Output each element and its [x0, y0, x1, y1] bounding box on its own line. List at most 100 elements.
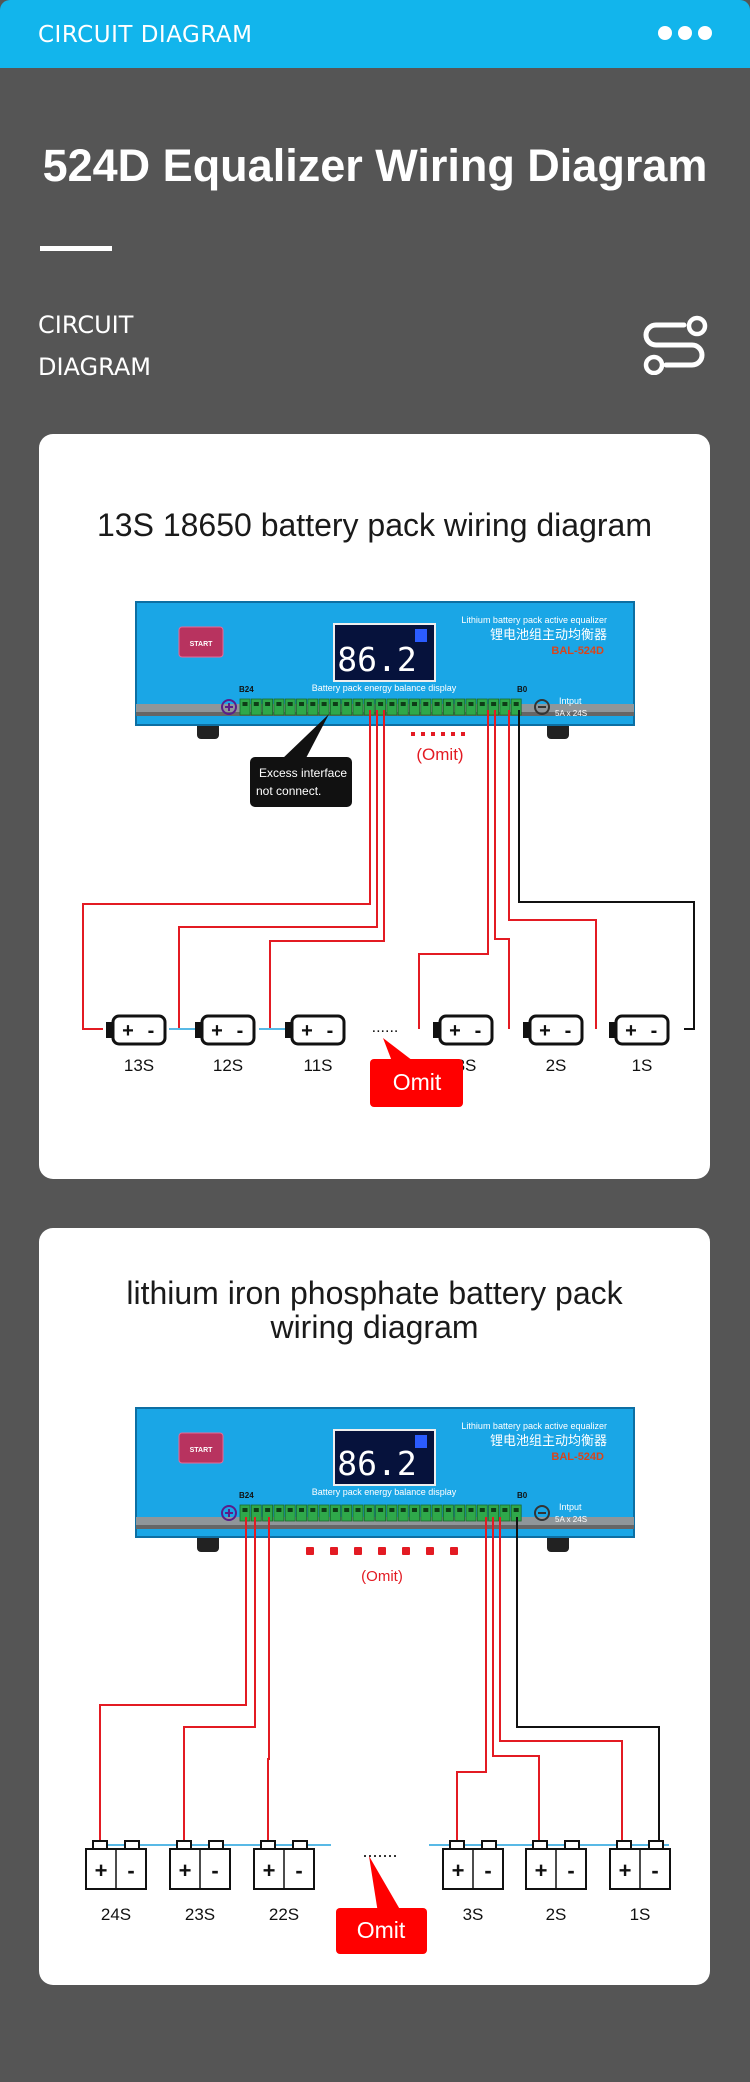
negative-terminal-icon — [534, 699, 550, 715]
cell-label: 23S — [185, 1905, 215, 1924]
positive-terminal-icon — [221, 1505, 237, 1521]
terminal-block — [488, 698, 500, 716]
cell-label: 12S — [213, 1056, 243, 1075]
terminal-block — [296, 1504, 307, 1522]
title-divider — [40, 246, 112, 251]
svg-text:Intput: Intput — [559, 696, 582, 706]
terminal-block — [397, 1504, 409, 1522]
terminal-block — [273, 698, 285, 716]
omit-dots — [411, 732, 465, 736]
svg-text:START: START — [190, 1447, 214, 1454]
terminal-block — [284, 1504, 296, 1522]
cell-label: 1S — [632, 1056, 653, 1075]
omit-dots — [306, 1547, 458, 1555]
svg-text:Battery pack energy balance di: Battery pack energy balance display — [312, 683, 457, 693]
battery-cell: +-11S — [285, 1014, 346, 1075]
diagram-title-line2: wiring diagram — [270, 1309, 479, 1345]
omit-badge — [336, 1908, 427, 1954]
svg-text:B0: B0 — [517, 685, 528, 694]
svg-text:86.2: 86.2 — [337, 1444, 416, 1483]
wire-11s — [269, 710, 385, 1029]
minus-sign: - — [295, 1858, 302, 1883]
battery-cell: +- 1S — [609, 1014, 670, 1075]
svg-text:B24: B24 — [239, 685, 254, 694]
equalizer-device: START 86.2 Lithium battery pack active e… — [135, 1407, 635, 1552]
more-dots-icon[interactable] — [658, 26, 712, 40]
section-label: CIRCUIT DIAGRAM — [38, 304, 151, 388]
route-icon — [643, 315, 708, 375]
omit-badge-label: Omit — [393, 1069, 442, 1095]
terminal-block — [375, 1504, 387, 1522]
terminal-block — [284, 698, 296, 716]
svg-text:B0: B0 — [517, 1491, 528, 1500]
minus-sign: - — [651, 1020, 658, 1042]
page-title: 524D Equalizer Wiring Diagram — [42, 140, 708, 191]
minus-sign: - — [484, 1858, 491, 1883]
wires — [99, 1517, 660, 1848]
omit-dots-text: ....... — [362, 1841, 397, 1861]
terminal-block — [397, 698, 409, 716]
terminal-block — [250, 1504, 262, 1522]
diagram-card-13s: 13S 18650 battery pack wiring diagram ST… — [39, 434, 710, 1179]
terminal-block — [329, 1504, 341, 1522]
wiring-diagram: START 86.2 Lithium battery pack active e… — [85, 1407, 671, 1954]
terminal-block — [307, 1504, 319, 1522]
minus-sign: - — [148, 1020, 155, 1042]
terminal-block — [386, 1504, 398, 1522]
wire-2s-1s — [508, 710, 597, 1029]
wire-13s — [82, 710, 371, 1030]
battery-cell: +-22S — [253, 1840, 315, 1924]
terminal-block — [329, 698, 341, 716]
minus-sign: - — [567, 1858, 574, 1883]
cell-label: 22S — [269, 1905, 299, 1924]
wire-24s — [99, 1517, 247, 1848]
terminal-block — [442, 698, 454, 716]
terminal-block — [273, 1504, 285, 1522]
terminal-block — [318, 1504, 330, 1522]
terminal-block — [239, 698, 251, 716]
terminal-block — [341, 698, 353, 716]
svg-text:锂电池组主动均衡器: 锂电池组主动均衡器 — [490, 628, 607, 643]
terminal-block — [262, 698, 274, 716]
terminal-block — [341, 1504, 353, 1522]
wire-1s-neg — [518, 710, 695, 1030]
battery-cell: +-23S — [169, 1840, 231, 1924]
battery-cell: +-24S — [85, 1840, 147, 1924]
battery-cell: +-3S — [442, 1840, 504, 1924]
terminal-block — [454, 1504, 466, 1522]
svg-text:Battery pack energy balance di: Battery pack energy balance display — [312, 1487, 457, 1497]
terminal-block — [476, 698, 488, 716]
terminal-block — [420, 1504, 432, 1522]
terminal-block — [307, 698, 319, 716]
plus-sign: + — [122, 1020, 134, 1042]
negative-terminal-icon — [534, 1505, 550, 1521]
svg-text:5A x 24S: 5A x 24S — [555, 1515, 587, 1524]
svg-text:Lithium battery pack active eq: Lithium battery pack active equalizer — [461, 1421, 607, 1431]
cell-label: 2S — [546, 1056, 567, 1075]
terminal-block — [499, 698, 511, 716]
plus-sign: + — [625, 1020, 637, 1042]
cell-label: 2S — [546, 1905, 567, 1924]
diagram-card-lifepo4: lithium iron phosphate battery pack wiri… — [39, 1228, 710, 1985]
terminal-block — [510, 698, 522, 716]
diagram-title: 13S 18650 battery pack wiring diagram — [97, 507, 652, 543]
svg-text:Intput: Intput — [559, 1502, 582, 1512]
battery-cell: +-2S — [525, 1840, 587, 1924]
terminal-block — [318, 698, 330, 716]
terminal-block — [409, 1504, 420, 1522]
plus-sign: + — [95, 1858, 108, 1883]
svg-text:BAL-524D: BAL-524D — [551, 645, 604, 657]
wire-23s — [183, 1517, 256, 1848]
svg-text:Excess interface: Excess interface — [259, 766, 347, 780]
minus-sign: - — [211, 1858, 218, 1883]
wire-2s — [492, 1517, 540, 1848]
wire-3s-2s — [494, 710, 510, 1029]
terminal-block — [296, 698, 307, 716]
wire-1s — [499, 1517, 623, 1848]
cell-label: 1S — [630, 1905, 651, 1924]
terminal-block — [476, 1504, 488, 1522]
cell-label: 13S — [124, 1056, 154, 1075]
terminal-block — [442, 1504, 454, 1522]
minus-sign: - — [327, 1020, 334, 1042]
minus-sign: - — [237, 1020, 244, 1042]
